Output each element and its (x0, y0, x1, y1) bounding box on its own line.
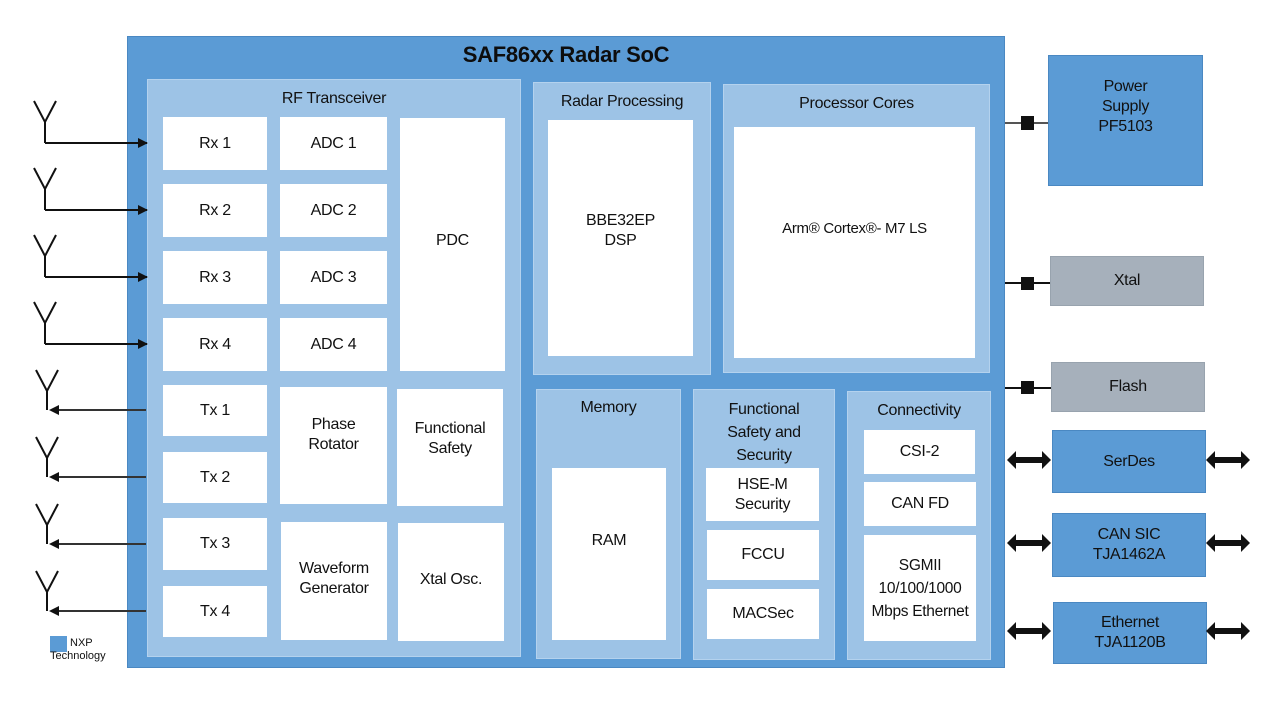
rx-block-1: Rx 1 (163, 117, 267, 170)
ethernet-external-side-bidirectional-arrow-icon (1206, 622, 1250, 640)
rx-antenna-group (33, 100, 148, 349)
antenna-icon (35, 570, 59, 611)
radar-processing-title: Radar Processing (560, 93, 684, 110)
can-sic-tja1462a: CAN SIC TJA1462A (1052, 513, 1206, 577)
tx-antenna-2 (35, 436, 146, 482)
antenna-icon (33, 301, 57, 344)
can-fd-block: CAN FD (864, 482, 976, 526)
tx-block-3: Tx 3 (163, 518, 267, 570)
arrowhead-left-icon (49, 472, 59, 482)
rx-block-2: Rx 2 (163, 184, 267, 237)
xtal-external: Xtal (1050, 256, 1204, 306)
power-supply-connector (1005, 116, 1048, 130)
tx-antenna-group (35, 369, 146, 616)
pdc-block: PDC (400, 118, 505, 371)
serdes-external: SerDes (1052, 430, 1206, 493)
adc-block-1: ADC 1 (280, 117, 387, 170)
tx-antenna-4 (35, 570, 146, 616)
fusa-security-title: Functional Safety and Security (727, 401, 801, 464)
ram-block: RAM (552, 468, 666, 640)
tx-block-2: Tx 2 (163, 452, 267, 503)
bbe32ep-dsp-block: BBE32EP DSP (548, 120, 693, 356)
soc-title: SAF86xx Radar SoC (462, 42, 670, 67)
xtal-connector (1005, 277, 1050, 290)
fccu-block: FCCU (707, 530, 819, 580)
tx-block-1: Tx 1 (163, 385, 267, 436)
arrowhead-left-icon (49, 539, 59, 549)
rx-block-3: Rx 3 (163, 251, 267, 304)
antenna-icon (33, 234, 57, 277)
arm-cortex-m7-block: Arm® Cortex®- M7 LS (734, 127, 975, 358)
legend-swatch (50, 636, 67, 652)
serdes-soc-side-bidirectional-arrow-icon (1007, 451, 1051, 469)
xtal-osc-block: Xtal Osc. (398, 523, 504, 641)
rx-block-4: Rx 4 (163, 318, 267, 371)
adc-block-2: ADC 2 (280, 184, 387, 237)
serdes-external-side-bidirectional-arrow-icon (1206, 451, 1250, 469)
can-sic-external-side-bidirectional-arrow-icon (1206, 534, 1250, 552)
can-sic-soc-side-bidirectional-arrow-icon (1007, 534, 1051, 552)
ethernet-soc-side-bidirectional-arrow-icon (1007, 622, 1051, 640)
connector-square-icon (1021, 277, 1034, 290)
arrowhead-left-icon (49, 405, 59, 415)
flash-connector (1005, 381, 1051, 394)
antenna-icon (33, 100, 57, 143)
rf-functional-safety-block: Functional Safety (397, 389, 503, 506)
power-supply-pf5103: Power Supply PF5103 (1048, 55, 1203, 186)
tx-antenna-1 (35, 369, 146, 415)
rf-transceiver-title: RF Transceiver (281, 90, 387, 107)
ethernet-tja1120b: Ethernet TJA1120B (1053, 602, 1207, 664)
adc-block-3: ADC 3 (280, 251, 387, 304)
antenna-icon (35, 503, 59, 544)
rx-antenna-3 (33, 234, 148, 282)
memory-title: Memory (580, 399, 637, 416)
flash-external: Flash (1051, 362, 1205, 412)
rx-antenna-1 (33, 100, 148, 148)
rx-antenna-2 (33, 167, 148, 215)
legend-label: NXP Technology (50, 637, 130, 663)
phase-rotator-block: Phase Rotator (280, 387, 387, 504)
macsec-block: MACSec (707, 589, 819, 639)
connectivity-title: Connectivity (877, 402, 961, 419)
hse-m-security-block: HSE-M Security (706, 468, 819, 521)
rx-antenna-4 (33, 301, 148, 349)
bidirectional-arrow-group (1007, 451, 1250, 640)
arrowhead-left-icon (49, 606, 59, 616)
waveform-generator-block: Waveform Generator (281, 522, 387, 640)
antenna-icon (33, 167, 57, 210)
sgmii-ethernet-block: SGMII 10/100/1000 Mbps Ethernet (864, 535, 976, 641)
legend-label-text: NXP (70, 637, 93, 649)
adc-block-4: ADC 4 (280, 318, 387, 371)
csi-2-block: CSI-2 (864, 430, 975, 474)
tx-block-4: Tx 4 (163, 586, 267, 637)
legend-label-text-line2: Technology (50, 650, 106, 662)
processor-cores-title: Processor Cores (799, 95, 914, 112)
antenna-icon (35, 436, 59, 477)
tx-antenna-3 (35, 503, 146, 549)
connector-square-icon (1021, 381, 1034, 394)
antenna-icon (35, 369, 59, 410)
connector-square-icon (1021, 116, 1034, 130)
